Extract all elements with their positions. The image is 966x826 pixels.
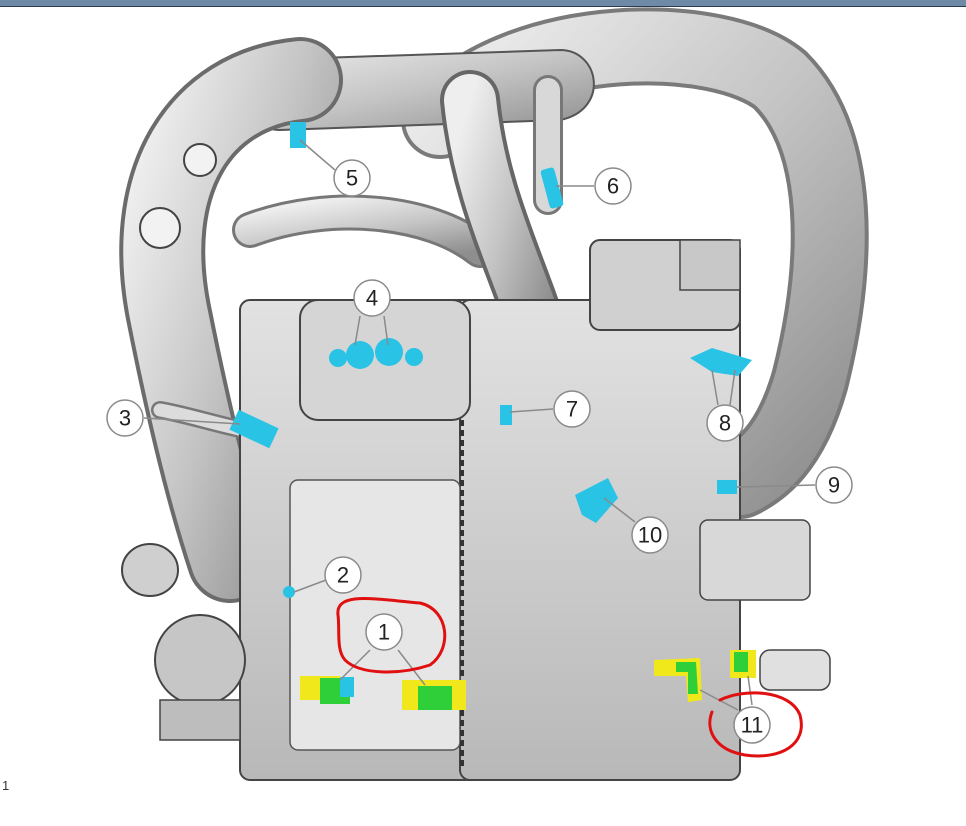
callout-5: 5 — [333, 159, 371, 197]
svg-text:4: 4 — [366, 286, 378, 311]
sensor-8 — [690, 348, 752, 376]
sensor-10 — [575, 478, 618, 523]
svg-text:5: 5 — [346, 166, 358, 191]
sensor-4 — [329, 338, 423, 369]
svg-text:9: 9 — [828, 473, 840, 498]
turbocharger — [121, 543, 246, 741]
callout-11: 11 — [733, 706, 771, 744]
svg-text:11: 11 — [741, 713, 764, 738]
sensor-2 — [283, 586, 295, 598]
callout-6: 6 — [594, 167, 632, 205]
sensor-9 — [717, 480, 737, 494]
callout-4: 4 — [353, 279, 391, 317]
svg-text:3: 3 — [119, 406, 131, 431]
figure-id: 1 — [2, 778, 10, 793]
red-circle-callout-11 — [708, 691, 803, 758]
highlighted-components — [300, 650, 756, 710]
sensor-highlights — [229, 122, 752, 598]
exhaust-pipe-left — [119, 37, 343, 603]
svg-text:2: 2 — [337, 563, 349, 588]
callout-8: 8 — [706, 404, 744, 442]
engine-block — [239, 239, 831, 781]
leader-lines — [143, 139, 816, 711]
sensor-5 — [290, 122, 306, 148]
red-circle-callout-1 — [336, 597, 447, 674]
svg-text:1: 1 — [378, 620, 390, 645]
engine-diagram: 1 2 3 4 5 6 7 8 9 10 11 — [106, 7, 869, 781]
sensor-6 — [540, 167, 564, 209]
sensor-7 — [500, 405, 512, 425]
svg-text:10: 10 — [638, 523, 662, 548]
svg-text:6: 6 — [607, 174, 619, 199]
window-top-bar — [0, 0, 966, 7]
callouts: 1 2 3 4 5 6 7 8 9 10 11 — [106, 159, 853, 744]
svg-text:8: 8 — [719, 411, 731, 436]
callout-7: 7 — [553, 390, 591, 428]
svg-text:7: 7 — [566, 397, 578, 422]
intake-pipe-large — [401, 7, 869, 519]
callout-10: 10 — [631, 516, 669, 554]
red-annotations — [336, 597, 803, 758]
callout-9: 9 — [815, 466, 853, 504]
callout-3: 3 — [106, 399, 144, 437]
callout-2: 2 — [324, 556, 362, 594]
callout-1: 1 — [365, 613, 403, 651]
sensor-3 — [229, 409, 279, 449]
